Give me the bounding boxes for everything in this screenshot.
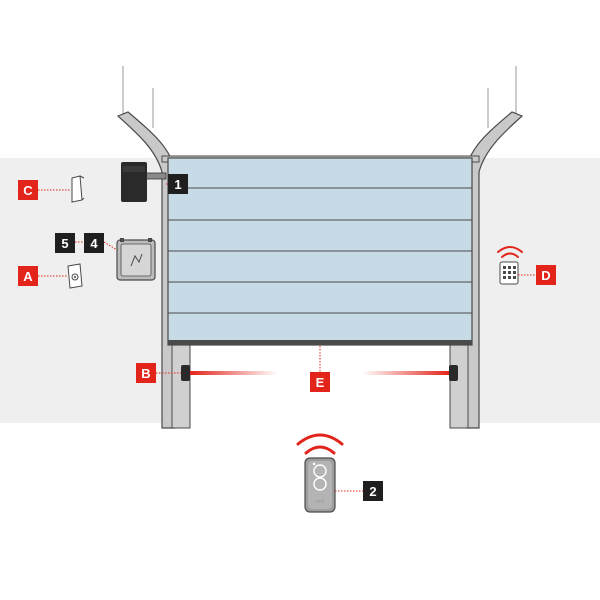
control-unit-icon	[116, 238, 156, 281]
radio-signal-icon	[296, 433, 344, 455]
photocell-beam-right	[362, 371, 449, 375]
svg-text:C: C	[23, 183, 33, 198]
svg-text:5: 5	[61, 236, 68, 251]
wireless-keypad-icon	[499, 261, 519, 285]
svg-text:2: 2	[369, 484, 376, 499]
svg-text:B: B	[141, 366, 150, 381]
label-d: D	[536, 265, 556, 285]
label-a: A	[18, 266, 38, 286]
door-panel-lines	[168, 187, 472, 314]
svg-text:A: A	[23, 269, 33, 284]
photocell-beam-left	[190, 371, 278, 375]
svg-text:4: 4	[90, 236, 98, 251]
remote-logo: nice	[315, 499, 324, 505]
svg-text:D: D	[541, 268, 550, 283]
label-e: E	[310, 372, 330, 392]
radio-signal-icon	[497, 246, 523, 258]
photocell-icon	[181, 365, 458, 381]
label-1: 1	[168, 174, 188, 194]
gear-motor-icon	[121, 162, 167, 202]
label-b: B	[136, 363, 156, 383]
ceiling-hangers	[122, 66, 517, 128]
remote-control-icon: nice	[304, 457, 336, 513]
flashing-light-icon	[71, 175, 85, 203]
svg-text:E: E	[316, 375, 325, 390]
door-bottom-seal	[168, 340, 472, 345]
key-selector-icon	[67, 263, 83, 289]
right-jamb	[449, 344, 469, 429]
label-2: 2	[363, 481, 383, 501]
label-c: C	[18, 180, 38, 200]
svg-text:1: 1	[174, 177, 181, 192]
label-4: 4	[84, 233, 104, 253]
left-jamb	[171, 344, 191, 429]
label-5: 5	[55, 233, 75, 253]
